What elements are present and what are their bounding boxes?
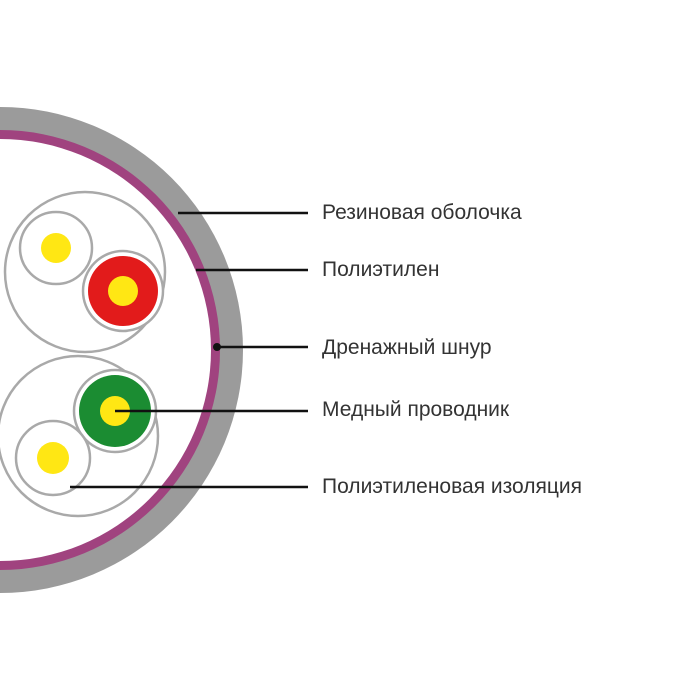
copper-conductor-1 bbox=[41, 233, 71, 263]
copper-conductor-2 bbox=[108, 276, 138, 306]
label-rubber-sheath: Резиновая оболочка bbox=[322, 201, 522, 224]
copper-conductor-4 bbox=[37, 442, 69, 474]
label-copper-conductor: Медный проводник bbox=[322, 398, 510, 421]
label-polyethylene-insulation: Полиэтиленовая изоляция bbox=[322, 475, 583, 498]
label-drain-wire: Дренажный шнур bbox=[322, 336, 492, 359]
label-polyethylene: Полиэтилен bbox=[322, 258, 440, 281]
